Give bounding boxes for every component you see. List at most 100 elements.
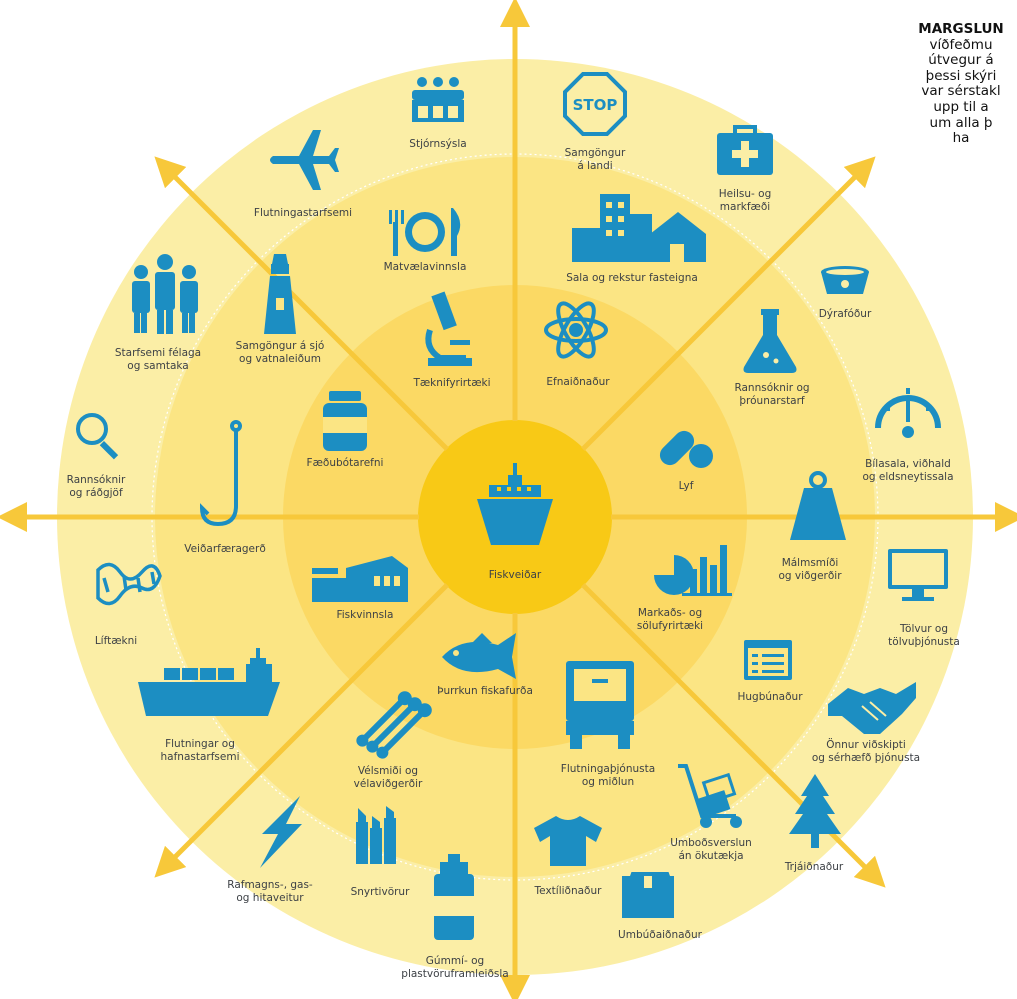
label-faedubotarefni: Fæðubótarefni <box>307 457 384 469</box>
lighthouse-icon <box>264 254 296 334</box>
label-line: Lyf <box>679 480 694 492</box>
label-line: Gúmmí- og <box>426 955 484 967</box>
label-line: Tölvur og <box>899 623 948 635</box>
pill-icon <box>659 430 713 468</box>
caption-line: útvegur á <box>928 52 994 69</box>
handshake-icon <box>828 682 916 734</box>
label-line: Flutningar og <box>165 738 235 750</box>
label-line: Málmsmíði <box>782 557 839 569</box>
center-label: Fiskveiðar <box>489 569 542 581</box>
gauge-icon <box>875 388 941 438</box>
fish-hook-icon <box>199 420 242 527</box>
label-textilidnadur: Textíliðnaður <box>534 885 603 897</box>
label-snyrtivorur: Snyrtivörur <box>351 886 410 898</box>
label-line: Önnur viðskipti <box>826 738 906 751</box>
label-line: Efnaiðnaður <box>546 376 610 388</box>
label-line: Heilsu- og <box>719 188 772 200</box>
label-thurrkun-fiskafurda: Þurrkun fiskafurða <box>437 685 533 697</box>
label-line: Veiðarfæragerð <box>184 543 266 555</box>
label-line: Þurrkun fiskafurða <box>437 685 533 697</box>
label-line: Textíliðnaður <box>534 885 603 897</box>
caption-line: víðfeðmu <box>929 36 993 53</box>
label-line: tölvuþjónusta <box>888 636 960 648</box>
caption-title: MARGSLUN <box>918 21 1004 37</box>
cargo-ship-icon <box>138 648 280 716</box>
label-line: Markaðs- og <box>638 607 702 619</box>
monitor-icon <box>888 549 948 601</box>
label-rafmagns: Rafmagns-, gas-og hitaveitur <box>227 879 313 904</box>
airplane-icon <box>270 130 339 190</box>
magnifier-icon <box>76 413 119 460</box>
label-line: Vélsmiði og <box>358 765 418 777</box>
weight-icon <box>790 471 846 540</box>
caption-line: upp til a <box>933 98 989 115</box>
ship-icon <box>477 463 553 545</box>
lipstick-icon <box>356 806 396 864</box>
label-line: Tæknifyrirtæki <box>412 377 490 389</box>
label-line: Bílasala, viðhald <box>865 458 951 470</box>
stop-sign-icon: STOP <box>563 72 627 136</box>
label-line: Dýrafóður <box>819 308 872 320</box>
factory-icon <box>312 556 408 602</box>
label-line: Matvælavinnsla <box>384 261 467 273</box>
label-line: sölufyrirtæki <box>637 620 703 632</box>
label-line: vélaviðgerðir <box>354 778 423 790</box>
label-line: Fæðubótarefni <box>307 457 384 469</box>
label-lyf: Lyf <box>679 480 694 492</box>
caption-line: um alla þ <box>929 114 993 131</box>
label-line: Samgöngur á sjó <box>236 340 325 352</box>
label-trjaidnadur: Trjáiðnaður <box>784 861 844 873</box>
buildings-icon <box>572 194 706 262</box>
hand-truck-icon <box>678 764 742 828</box>
caption-line: var sérstakl <box>921 83 1001 100</box>
label-line: Flutningastarfsemi <box>254 207 352 219</box>
label-taeknifyrirtaeki: Tæknifyrirtæki <box>412 377 490 389</box>
label-line: og viðgerðir <box>778 570 842 582</box>
label-efnaidnadur: Efnaiðnaður <box>546 376 610 388</box>
medical-kit-icon <box>717 125 773 175</box>
truck-icon <box>566 661 634 749</box>
lightning-icon <box>260 796 302 868</box>
chart-icon <box>654 545 732 596</box>
caption-line: ha <box>952 130 970 147</box>
label-line: Umboðsverslun <box>670 837 752 849</box>
wrenches-icon <box>356 691 432 759</box>
label-line: Samgöngur <box>565 147 626 159</box>
label-line: Trjáiðnaður <box>784 861 844 873</box>
label-umbudaidnadur: Umbúðaiðnaður <box>618 929 703 941</box>
label-line: Fiskvinnsla <box>336 609 393 621</box>
label-line: og samtaka <box>127 360 188 372</box>
tshirt-icon <box>534 816 602 866</box>
label-line: Rannsóknir og <box>734 382 809 394</box>
label-matvaelavinnsla: Matvælavinnsla <box>384 261 467 273</box>
fish-icon <box>442 633 516 679</box>
label-line: Snyrtivörur <box>351 886 410 898</box>
label-line: plastvöruframleiðsla <box>401 968 508 980</box>
label-sala-og-rekstur-fasteigna: Sala og rekstur fasteigna <box>566 272 698 284</box>
label-line: og sérhæfð þjónusta <box>812 752 920 764</box>
people-icon <box>132 254 198 334</box>
officials-icon <box>412 77 464 122</box>
label-line: Sala og rekstur fasteigna <box>566 272 698 284</box>
svg-text:STOP: STOP <box>573 96 618 114</box>
label-liftaekni: Líftækni <box>95 635 137 647</box>
dna-icon <box>96 562 162 606</box>
label-line: Rannsóknir <box>67 474 126 486</box>
label-line: hafnastarfsemi <box>161 751 240 763</box>
caption-line: þessi skýri <box>925 67 997 84</box>
